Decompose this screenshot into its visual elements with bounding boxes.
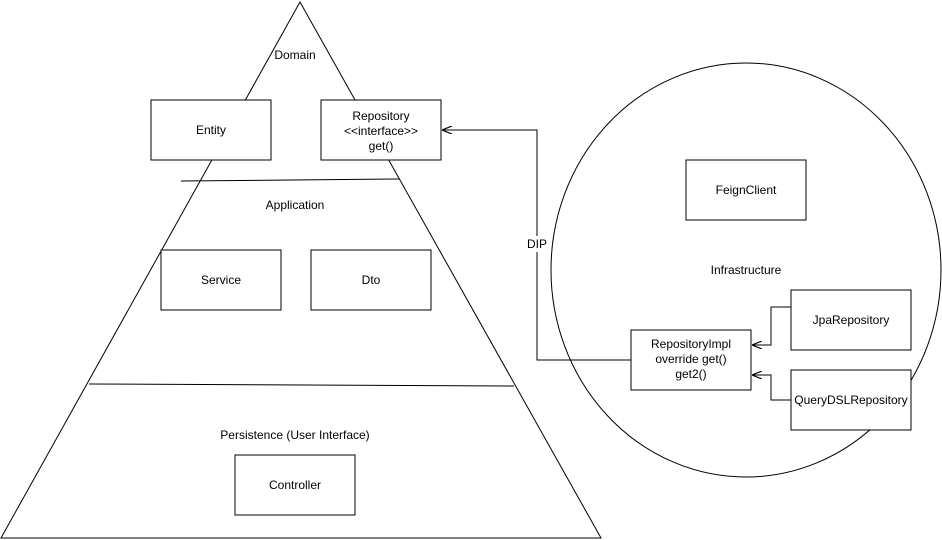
dip-label-bg [524, 236, 550, 252]
dip-label: DIP [527, 237, 547, 251]
repository-impl-method: get2() [675, 367, 706, 381]
querydsl-to-impl-arrow [753, 375, 791, 401]
repository-impl-label: RepositoryImpl [651, 337, 731, 351]
persistence-label: Persistence (User Interface) [220, 428, 369, 442]
dto-label: Dto [362, 273, 381, 287]
entity-box[interactable] [150, 99, 272, 161]
feign-client-label: FeignClient [716, 183, 777, 197]
querydsl-repository-label: QueryDSLRepository [794, 393, 907, 407]
feign-client-box[interactable] [685, 159, 807, 221]
repository-method: get() [369, 139, 394, 153]
application-label: Application [266, 198, 325, 212]
repository-stereotype: <<interface>> [344, 124, 418, 138]
controller-box[interactable] [234, 454, 356, 516]
entity-label: Entity [196, 123, 226, 137]
jpa-repository-label: JpaRepository [813, 313, 890, 327]
jpa-repository-box[interactable] [790, 289, 912, 351]
repository-impl-box[interactable] [630, 329, 752, 391]
domain-application-divider [180, 178, 400, 182]
controller-label: Controller [269, 478, 321, 492]
service-label: Service [201, 273, 241, 287]
repository-impl-override: override get() [655, 352, 726, 366]
application-persistence-divider [88, 383, 515, 387]
service-box[interactable] [160, 249, 282, 311]
jpa-to-impl-arrow [753, 306, 791, 345]
repository-label: Repository [352, 109, 409, 123]
dto-box[interactable] [310, 249, 432, 311]
repository-interface-box[interactable] [320, 99, 442, 161]
layer-pyramid [0, 0, 602, 539]
infrastructure-label: Infrastructure [711, 263, 782, 277]
domain-label: Domain [274, 48, 315, 62]
